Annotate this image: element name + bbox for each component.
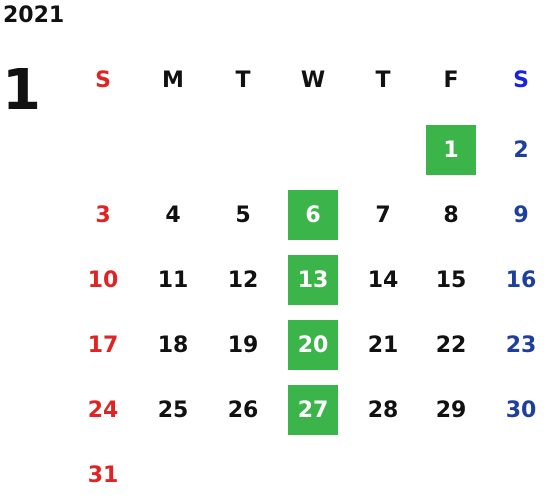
day-cell[interactable]: 21: [367, 332, 399, 358]
day-cell[interactable]: 17: [87, 332, 119, 358]
day-cell[interactable]: 19: [227, 332, 259, 358]
day-cell-highlighted[interactable]: 1: [426, 125, 476, 175]
weekday-header: M: [162, 67, 184, 93]
day-cell[interactable]: 15: [435, 267, 467, 293]
day-cell[interactable]: 3: [95, 202, 111, 228]
day-cell[interactable]: 22: [435, 332, 467, 358]
day-cell[interactable]: 9: [513, 202, 529, 228]
weekday-header: S: [95, 67, 111, 93]
day-cell[interactable]: 28: [367, 397, 399, 423]
day-cell[interactable]: 29: [435, 397, 467, 423]
day-cell[interactable]: 16: [505, 267, 537, 293]
day-cell[interactable]: 4: [165, 202, 181, 228]
day-cell[interactable]: 26: [227, 397, 259, 423]
day-cell-highlighted[interactable]: 20: [288, 320, 338, 370]
day-cell-highlighted[interactable]: 13: [288, 255, 338, 305]
day-cell[interactable]: 8: [443, 202, 459, 228]
day-cell[interactable]: 30: [505, 397, 537, 423]
day-cell[interactable]: 23: [505, 332, 537, 358]
day-cell[interactable]: 14: [367, 267, 399, 293]
day-cell[interactable]: 24: [87, 397, 119, 423]
day-cell[interactable]: 7: [375, 202, 391, 228]
day-cell[interactable]: 25: [157, 397, 189, 423]
weekday-header: W: [300, 67, 326, 93]
weekday-header: S: [513, 67, 529, 93]
day-cell-highlighted[interactable]: 27: [288, 385, 338, 435]
weekday-header: F: [443, 67, 459, 93]
day-cell[interactable]: 10: [87, 267, 119, 293]
day-cell[interactable]: 2: [513, 137, 529, 163]
weekday-header: T: [375, 67, 391, 93]
day-cell-highlighted[interactable]: 6: [288, 190, 338, 240]
month-number: 1: [2, 58, 41, 123]
year-label: 2021: [3, 3, 65, 28]
day-cell[interactable]: 11: [157, 267, 189, 293]
day-cell[interactable]: 5: [235, 202, 251, 228]
weekday-header: T: [235, 67, 251, 93]
day-cell[interactable]: 12: [227, 267, 259, 293]
day-cell[interactable]: 31: [87, 462, 119, 488]
day-cell[interactable]: 18: [157, 332, 189, 358]
